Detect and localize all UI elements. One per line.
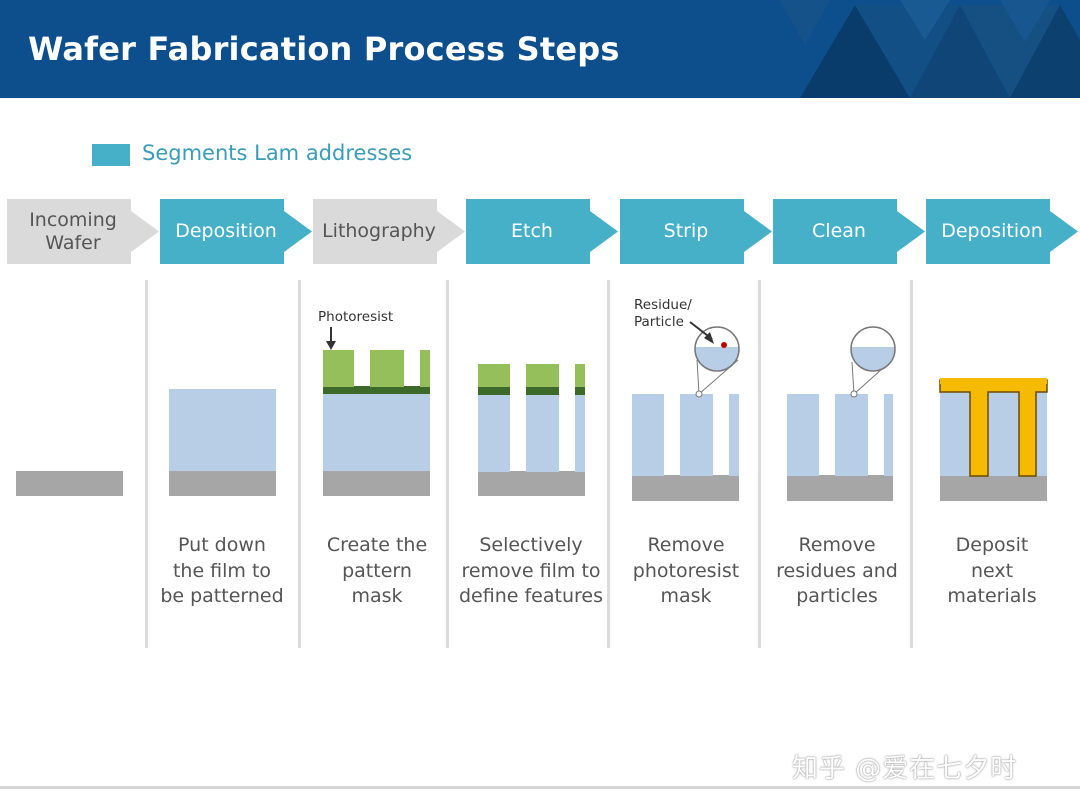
step-description: Remove residues and particles [776, 534, 898, 607]
legend-swatch [92, 144, 130, 166]
step-label: Lithography [322, 220, 436, 242]
watermark-text: 知乎 @爱在七夕时 [792, 754, 1018, 784]
column-divider [298, 280, 301, 648]
column-divider [910, 280, 913, 648]
step-description: Remove photoresist mask [632, 534, 740, 607]
clean-illustration [787, 326, 896, 501]
legend-label: Segments Lam addresses [142, 141, 413, 165]
step-description: Put down the film to be patterned [160, 534, 284, 607]
step-label: Etch [511, 220, 553, 242]
deposition-illustration [169, 389, 276, 496]
step-description: Create the pattern mask [326, 534, 428, 607]
step-label: Incoming Wafer [29, 208, 117, 254]
column-divider [758, 280, 761, 648]
step-label: Deposition [941, 220, 1043, 242]
step-label: Deposition [175, 220, 277, 242]
incoming-wafer-illustration [16, 471, 123, 496]
step-label: Clean [812, 220, 866, 242]
step-clean: Clean [773, 199, 925, 264]
column-divider [145, 280, 148, 648]
step-incoming-wafer: Incoming Wafer [7, 199, 159, 264]
lithography-illustration [323, 327, 430, 496]
step-description: Deposit next materials [947, 534, 1037, 607]
header-triangle-pattern [780, 0, 1080, 98]
step-deposition: Deposition [926, 199, 1078, 264]
step-description: Selectively remove film to define featur… [459, 534, 603, 607]
bottom-rule [0, 786, 1080, 789]
step-label: Strip [663, 220, 709, 242]
header-banner: Wafer Fabrication Process Steps [0, 0, 1080, 98]
page-title: Wafer Fabrication Process Steps [28, 30, 620, 68]
step-strip: Strip [620, 199, 772, 264]
step-deposition: Deposition [160, 199, 312, 264]
step-lithography: Lithography [313, 199, 465, 264]
etch-illustration [478, 364, 585, 496]
photoresist-label: Photoresist [318, 309, 394, 325]
step-etch: Etch [466, 199, 618, 264]
residue-particle-label: Residue/ Particle [634, 297, 692, 330]
deposition-next-illustration [939, 378, 1048, 501]
column-divider [446, 280, 449, 648]
strip-illustration [632, 321, 740, 501]
column-divider [607, 280, 610, 648]
